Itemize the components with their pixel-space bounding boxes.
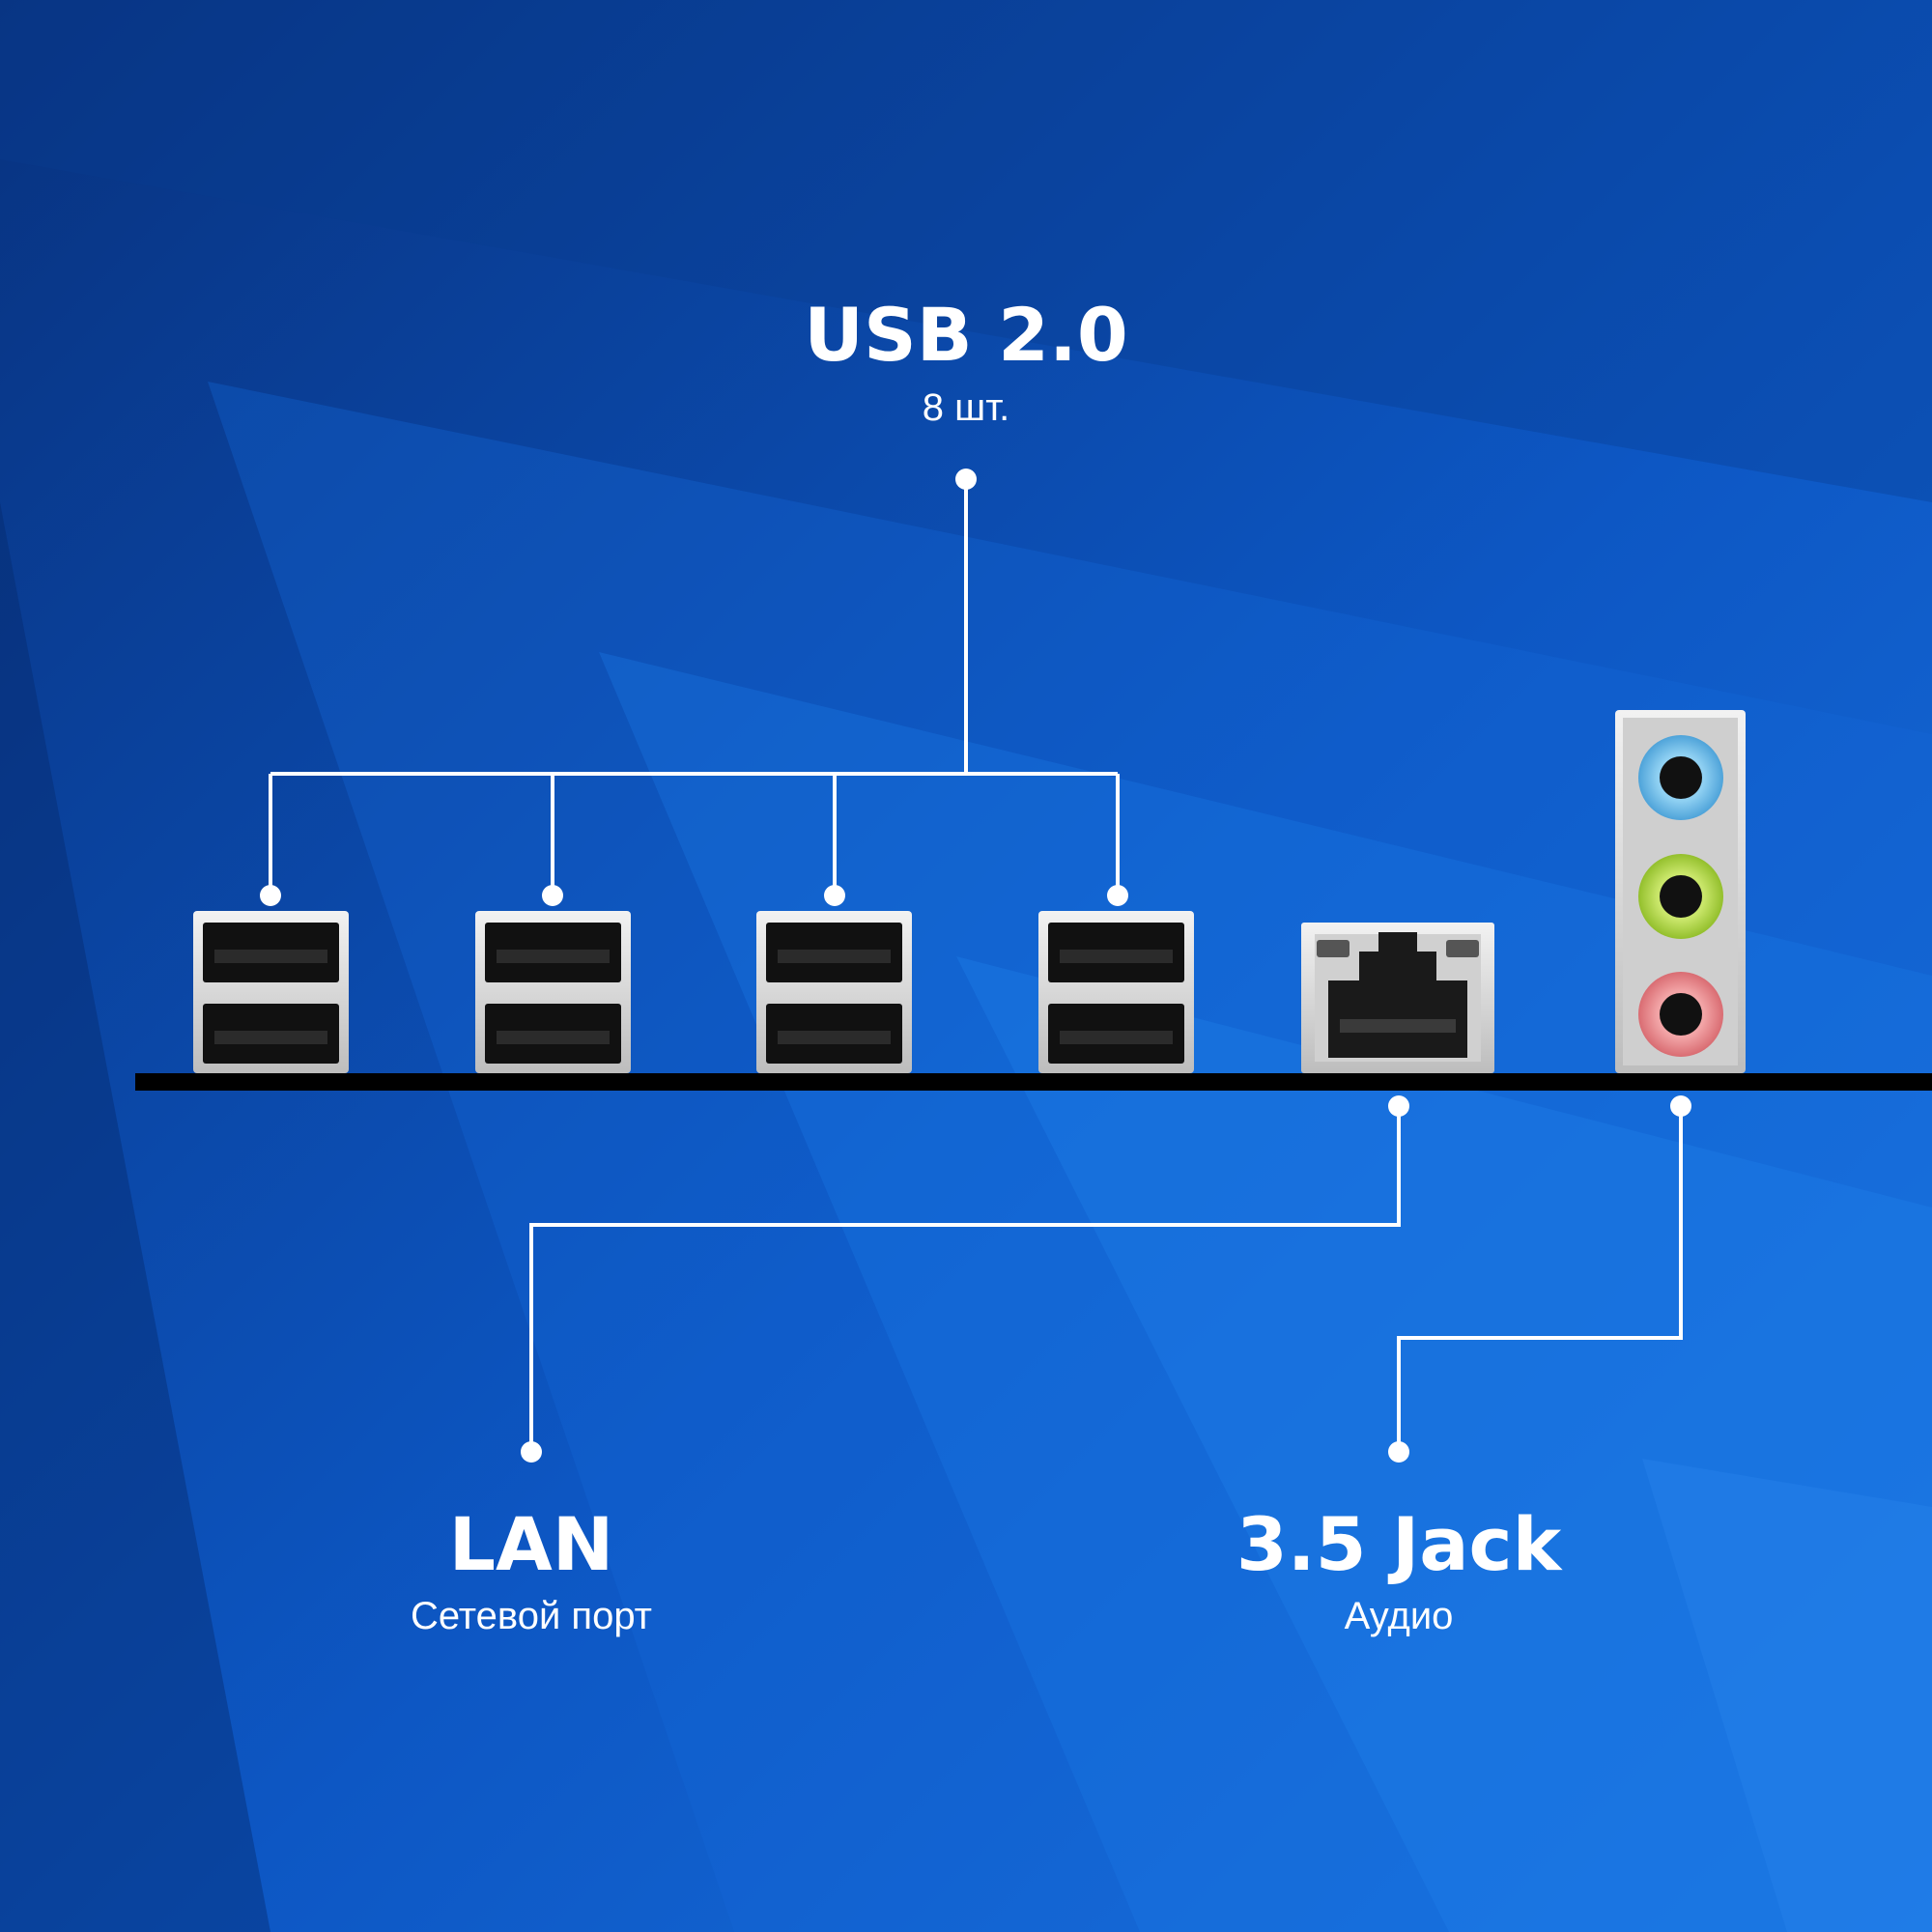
base-bar: [135, 1073, 1932, 1091]
usb-connector-dots: [260, 469, 1128, 906]
usb-stack-1: [193, 911, 349, 1073]
usb-stack-2: [475, 911, 631, 1073]
usb-stack-3: [756, 911, 912, 1073]
lan-title: LAN: [449, 1501, 614, 1587]
usb-subtitle: 8 шт.: [923, 386, 1009, 429]
usb-connector-lines: [269, 479, 1120, 895]
lan-port: [1301, 923, 1494, 1073]
audio-jack-pink: [1638, 972, 1723, 1057]
audio-jack-green: [1638, 854, 1723, 939]
jack-title: 3.5 Jack: [1236, 1501, 1563, 1587]
audio-jack-blue: [1638, 735, 1723, 820]
jack-connector-line: [1388, 1095, 1691, 1463]
usb-title: USB 2.0: [804, 292, 1127, 378]
jack-subtitle: Аудио: [1345, 1595, 1454, 1637]
usb-stack-4: [1038, 911, 1194, 1073]
lan-subtitle: Сетевой порт: [411, 1595, 652, 1637]
lan-connector-line: [521, 1095, 1409, 1463]
